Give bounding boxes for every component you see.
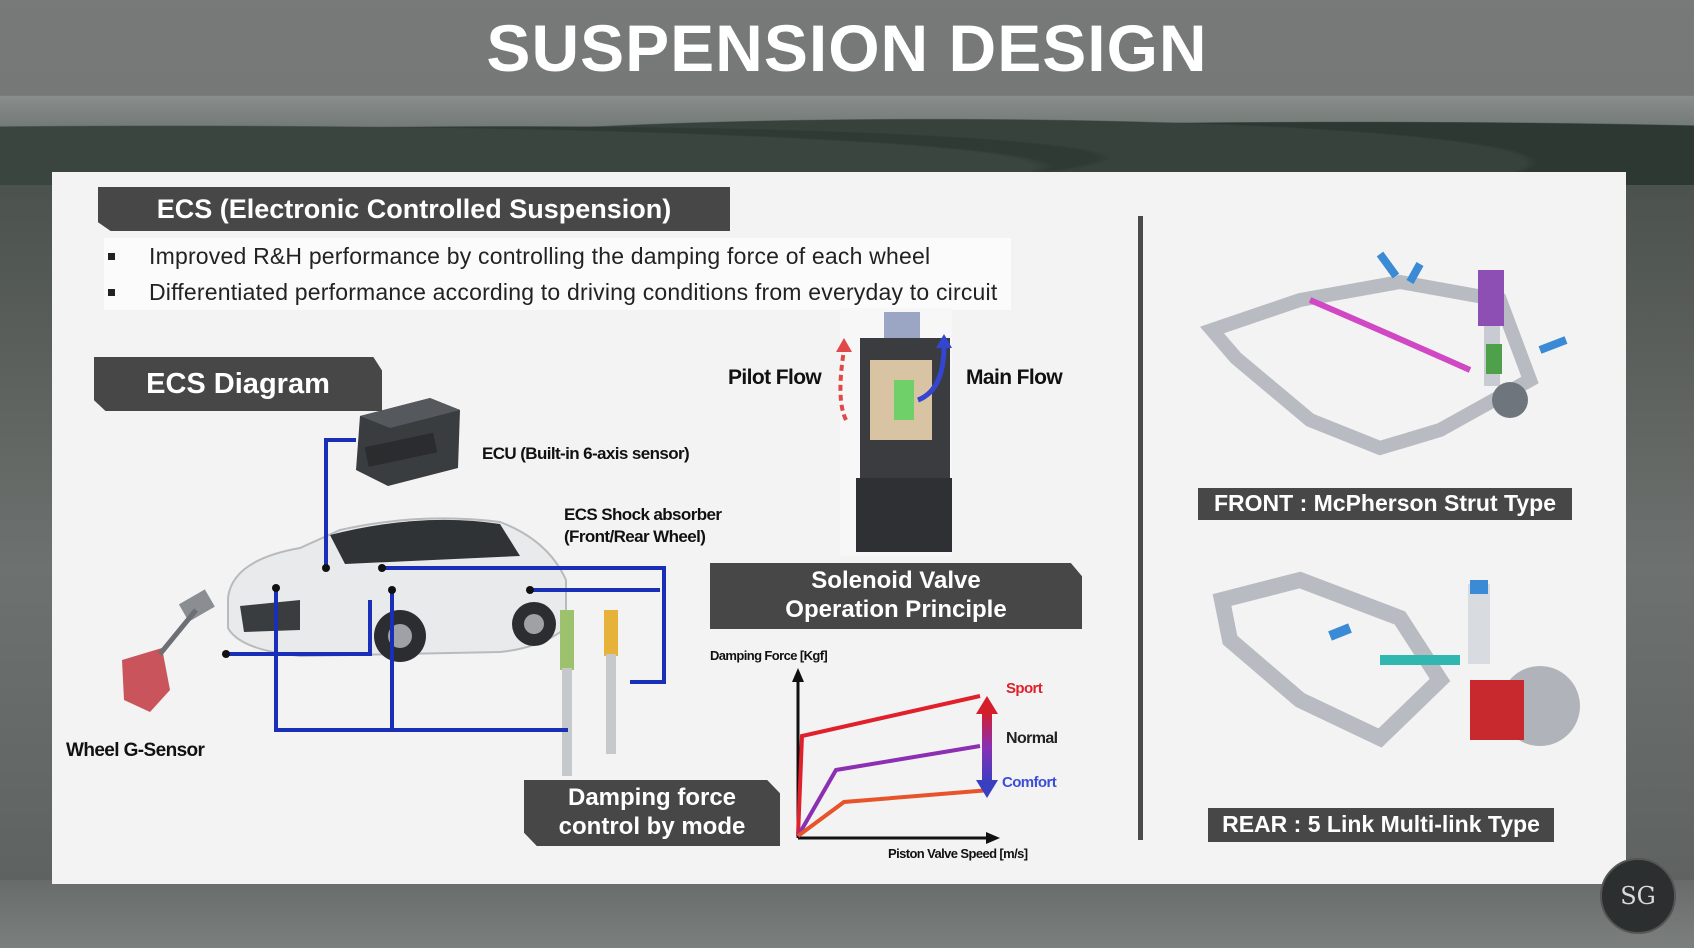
bullet-text: Improved R&H performance by controlling … bbox=[149, 242, 931, 269]
solenoid-valve-icon bbox=[836, 308, 952, 556]
ecu-icon bbox=[356, 398, 460, 486]
mode-range-arrow-icon bbox=[976, 696, 998, 798]
y-axis-arrow-icon bbox=[792, 668, 804, 682]
main-flow-label: Main Flow bbox=[966, 366, 1063, 389]
ecs-heading: ECS (Electronic Controlled Suspension) bbox=[98, 187, 730, 231]
graph-x-axis-label: Piston Valve Speed [m/s] bbox=[888, 846, 1028, 861]
comfort-mode-label: Comfort bbox=[1002, 774, 1057, 791]
bullet-text: Differentiated performance according to … bbox=[149, 278, 998, 305]
damping-heading-line1: Damping force bbox=[567, 784, 737, 812]
x-axis-arrow-icon bbox=[986, 832, 1000, 844]
shock-absorber-label: ECS Shock absorber (Front/Rear Wheel) bbox=[564, 504, 722, 548]
background-trees bbox=[0, 95, 1694, 185]
title-bar: SUSPENSION DESIGN bbox=[0, 0, 1694, 96]
bullet-list: Improved R&H performance by controlling … bbox=[104, 238, 1012, 310]
front-caption: FRONT : McPherson Strut Type bbox=[1198, 488, 1572, 520]
solenoid-heading-line1: Solenoid Valve bbox=[811, 567, 981, 595]
front-suspension-icon bbox=[1199, 251, 1568, 456]
ecu-label: ECU (Built-in 6-axis sensor) bbox=[482, 444, 690, 463]
channel-logo: SG bbox=[1600, 858, 1676, 934]
bullet-dot-icon bbox=[108, 252, 115, 260]
pilot-flow-label: Pilot Flow bbox=[728, 366, 822, 389]
graph-y-axis-label: Damping Force [Kgf] bbox=[710, 648, 828, 663]
normal-curve bbox=[796, 744, 981, 837]
wiring-nodes bbox=[222, 564, 534, 658]
solenoid-heading: Solenoid Valve Operation Principle bbox=[710, 563, 1082, 629]
wheel-g-sensor-icon bbox=[122, 589, 215, 712]
wiring-lines bbox=[226, 438, 666, 732]
normal-mode-label: Normal bbox=[1006, 730, 1058, 747]
bullet-item: Improved R&H performance by controlling … bbox=[104, 238, 1012, 274]
damping-heading: Damping force control by mode bbox=[524, 780, 780, 846]
sport-mode-label: Sport bbox=[1006, 680, 1043, 697]
shock-absorber-icon bbox=[560, 610, 618, 776]
comfort-curve bbox=[796, 788, 991, 838]
background-road bbox=[0, 880, 1694, 948]
car-icon bbox=[227, 517, 567, 662]
shock-absorber-label-line2: (Front/Rear Wheel) bbox=[564, 527, 706, 546]
page-title: SUSPENSION DESIGN bbox=[486, 11, 1208, 85]
wheel-g-sensor-label: Wheel G-Sensor bbox=[66, 740, 205, 761]
sport-curve bbox=[796, 694, 981, 837]
ecs-diagram-heading: ECS Diagram bbox=[94, 357, 382, 411]
bullet-dot-icon bbox=[108, 288, 115, 296]
damping-heading-line2: control by mode bbox=[558, 813, 746, 840]
vertical-divider bbox=[1138, 216, 1143, 840]
rear-suspension-icon bbox=[1212, 571, 1580, 748]
bullet-item: Differentiated performance according to … bbox=[104, 274, 1012, 310]
rear-caption: REAR : 5 Link Multi-link Type bbox=[1208, 808, 1554, 842]
shock-absorber-label-line1: ECS Shock absorber bbox=[564, 505, 722, 524]
solenoid-heading-line2: Operation Principle bbox=[785, 596, 1007, 623]
